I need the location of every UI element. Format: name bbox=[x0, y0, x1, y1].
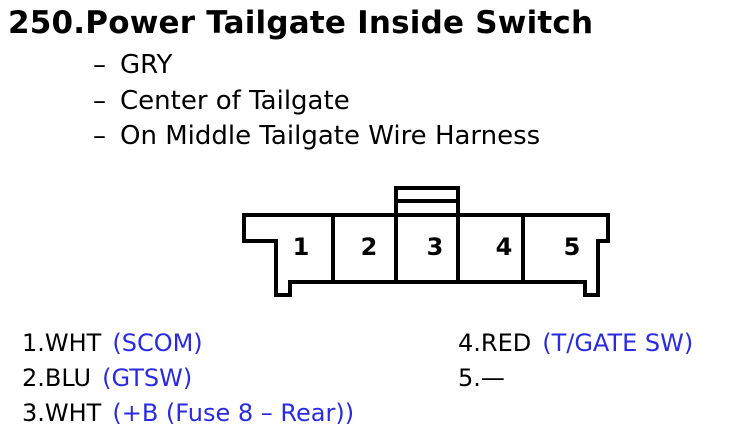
pin-number-3: 3 bbox=[427, 233, 444, 261]
pin-function: (SCOM) bbox=[112, 329, 203, 357]
detail-text: Center of Tailgate bbox=[120, 85, 350, 116]
pin-number-2: 2 bbox=[361, 233, 378, 261]
detail-text: On Middle Tailgate Wire Harness bbox=[120, 121, 541, 151]
pin-wire-label: 5.— bbox=[458, 364, 505, 392]
detail-dash: – bbox=[93, 50, 106, 80]
pinout-list-left: 1.WHT (SCOM) 2.BLU (GTSW) 3.WHT (+B (Fuse 8… bbox=[22, 326, 354, 431]
pinout-list-right: 4.RED (T/GATE SW) 5.— bbox=[458, 326, 693, 396]
pin-number-4: 4 bbox=[496, 233, 513, 261]
pin-wire-label: 1.WHT bbox=[22, 329, 102, 357]
detail-dash: – bbox=[93, 85, 106, 116]
pinout-row: 1.WHT (SCOM) bbox=[22, 326, 354, 361]
detail-harness: –On Middle Tailgate Wire Harness bbox=[93, 119, 540, 155]
pin-function: (T/GATE SW) bbox=[542, 329, 694, 357]
detail-dash: – bbox=[93, 121, 106, 151]
connector-details: –GRY –Center of Tailgate –On Middle Tail… bbox=[93, 48, 540, 155]
page-title: 250.Power Tailgate Inside Switch bbox=[8, 5, 594, 41]
pinout-row: 5.— bbox=[458, 361, 693, 396]
pinout-row: 2.BLU (GTSW) bbox=[22, 361, 354, 396]
pin-number-5: 5 bbox=[564, 233, 581, 261]
pin-wire-label: 3.WHT bbox=[22, 399, 102, 427]
pinout-row: 3.WHT (+B (Fuse 8 – Rear)) bbox=[22, 396, 354, 431]
connector-body bbox=[242, 213, 610, 297]
detail-text: GRY bbox=[120, 50, 173, 80]
pin-wire-label: 4.RED bbox=[458, 329, 532, 357]
detail-color: –GRY bbox=[93, 48, 540, 84]
pin-function: (GTSW) bbox=[102, 364, 193, 392]
pin-wire-label: 2.BLU bbox=[22, 364, 92, 392]
pin-function: (+B (Fuse 8 – Rear)) bbox=[112, 399, 355, 427]
pin-number-1: 1 bbox=[293, 233, 310, 261]
detail-location: –Center of Tailgate bbox=[93, 84, 540, 120]
pinout-row: 4.RED (T/GATE SW) bbox=[458, 326, 693, 361]
